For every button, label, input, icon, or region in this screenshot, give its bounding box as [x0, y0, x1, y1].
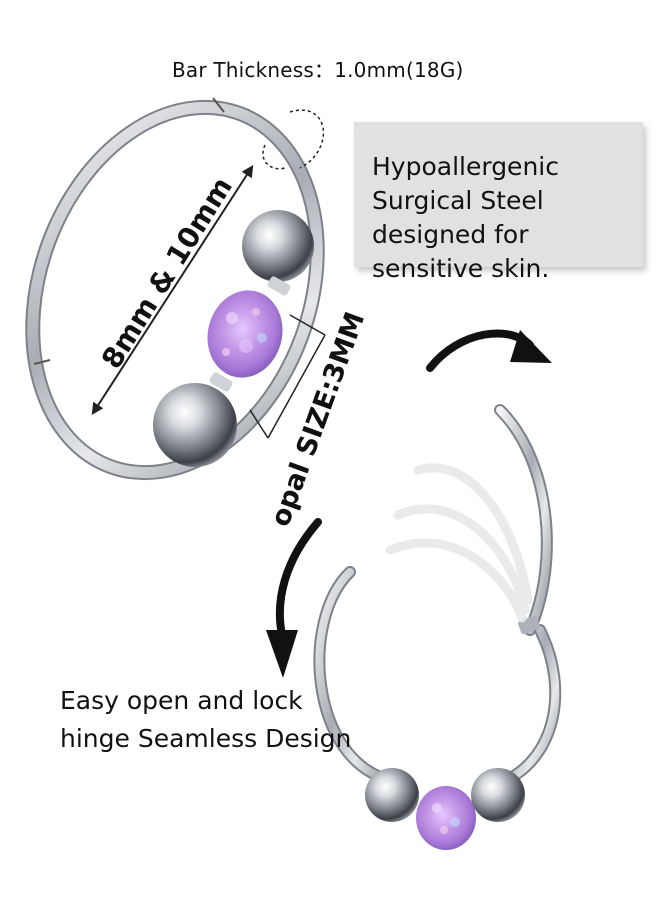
curved-arrow-down-icon: [266, 518, 322, 678]
feature-line-1: Easy open and lock: [60, 686, 303, 715]
small-opal-bead: [416, 786, 476, 850]
rotation-indicator-icon: [262, 109, 325, 170]
feature-line-2: hinge Seamless Design: [60, 724, 352, 753]
curved-arrow-right-icon: [426, 329, 552, 372]
main-ring: [25, 97, 325, 481]
steel-bead-left: [365, 768, 419, 822]
bar-thickness-label: Bar Thickness：1.0mm(18G): [172, 58, 464, 82]
dimension-arrow-icon: [91, 164, 254, 416]
steel-bead-top: [242, 210, 314, 282]
open-ring-beads: [365, 768, 525, 850]
hinge-seam: [212, 97, 225, 113]
hinge-seam-lower: [33, 359, 51, 365]
steel-bead-bottom: [153, 383, 237, 467]
material-info-text: Hypoallergenic Surgical Steel designed f…: [372, 152, 559, 283]
open-ring: [313, 404, 562, 788]
opal-size-bracket: [249, 314, 326, 439]
ghost-arcs: [385, 463, 533, 623]
steel-bead-right: [471, 768, 525, 822]
hinge-feature-text: Easy open and lock hinge Seamless Design: [60, 682, 351, 758]
material-info-box: Hypoallergenic Surgical Steel designed f…: [354, 122, 643, 283]
